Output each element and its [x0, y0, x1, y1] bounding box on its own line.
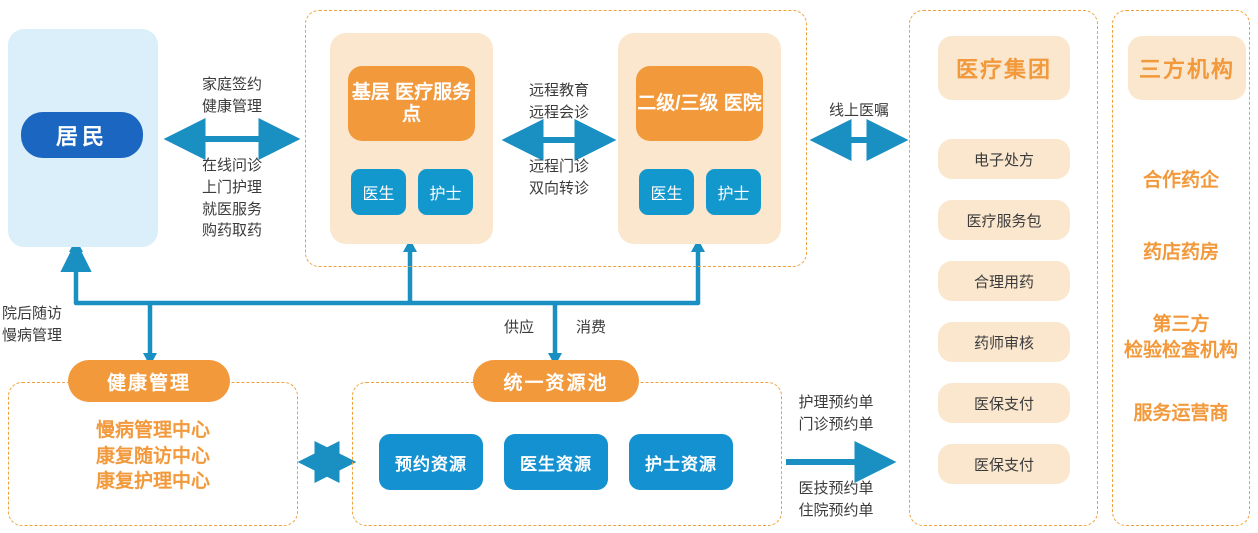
medical-group-item-5[interactable]: 医保支付 [938, 444, 1070, 484]
medical-group-title[interactable]: 医疗集团 [938, 36, 1070, 100]
label-consume: 消费 [575, 319, 606, 336]
medical-group-item-2[interactable]: 合理用药 [938, 261, 1070, 301]
health-mgmt-items: 慢病管理中心 康复随访中心 康复护理中心 [8, 418, 298, 495]
medical-group-container [909, 10, 1098, 526]
medical-group-item-1[interactable]: 医疗服务包 [938, 200, 1070, 240]
hospital-role-nurse[interactable]: 护士 [706, 169, 761, 215]
label-online-services: 在线问诊 上门护理 就医服务 购药取药 [201, 157, 262, 240]
medical-group-item-0[interactable]: 电子处方 [938, 139, 1070, 179]
resource-item-doctor[interactable]: 医生资源 [504, 434, 608, 490]
primary-care-title[interactable]: 基层 医疗服务点 [348, 66, 475, 141]
third-party-item-2[interactable]: 第三方 检验检查机构 [1123, 314, 1238, 361]
label-tele-clinic: 远程门诊 双向转诊 [528, 158, 589, 197]
medical-zone-container [305, 10, 807, 267]
third-party-item-1[interactable]: 药店药房 [1142, 242, 1219, 263]
label-online-order: 线上医嘱 [828, 102, 889, 119]
label-supply: 供应 [503, 319, 534, 336]
third-party-item-3[interactable]: 服务运营商 [1133, 403, 1229, 424]
third-party-title[interactable]: 三方机构 [1128, 36, 1246, 100]
resource-item-appointment[interactable]: 预约资源 [379, 434, 483, 490]
health-mgmt-item[interactable]: 慢病管理中心 [95, 420, 210, 441]
third-party-item-0[interactable]: 合作药企 [1142, 170, 1219, 191]
label-booking-top: 护理预约单 门诊预约单 [798, 394, 874, 433]
resource-item-nurse[interactable]: 护士资源 [629, 434, 733, 490]
label-post-discharge: 院后随访 慢病管理 [2, 305, 63, 344]
label-booking-bottom: 医技预约单 住院预约单 [798, 480, 874, 519]
label-family-contract: 家庭签约 健康管理 [201, 76, 262, 115]
third-party-container [1112, 10, 1250, 526]
resident-pill[interactable]: 居民 [21, 112, 143, 158]
primary-care-role-doctor[interactable]: 医生 [351, 169, 406, 215]
label-tele-education: 远程教育 远程会诊 [528, 82, 589, 121]
health-mgmt-title[interactable]: 健康管理 [68, 360, 230, 402]
health-mgmt-item[interactable]: 康复随访中心 [95, 445, 210, 467]
health-mgmt-item[interactable]: 康复护理中心 [95, 471, 210, 493]
hospital-role-doctor[interactable]: 医生 [639, 169, 694, 215]
resource-pool-title[interactable]: 统一资源池 [473, 360, 639, 402]
hospital-title[interactable]: 二级/三级 医院 [636, 66, 763, 141]
medical-group-item-4[interactable]: 医保支付 [938, 383, 1070, 423]
medical-group-item-3[interactable]: 药师审核 [938, 322, 1070, 362]
primary-care-role-nurse[interactable]: 护士 [418, 169, 473, 215]
